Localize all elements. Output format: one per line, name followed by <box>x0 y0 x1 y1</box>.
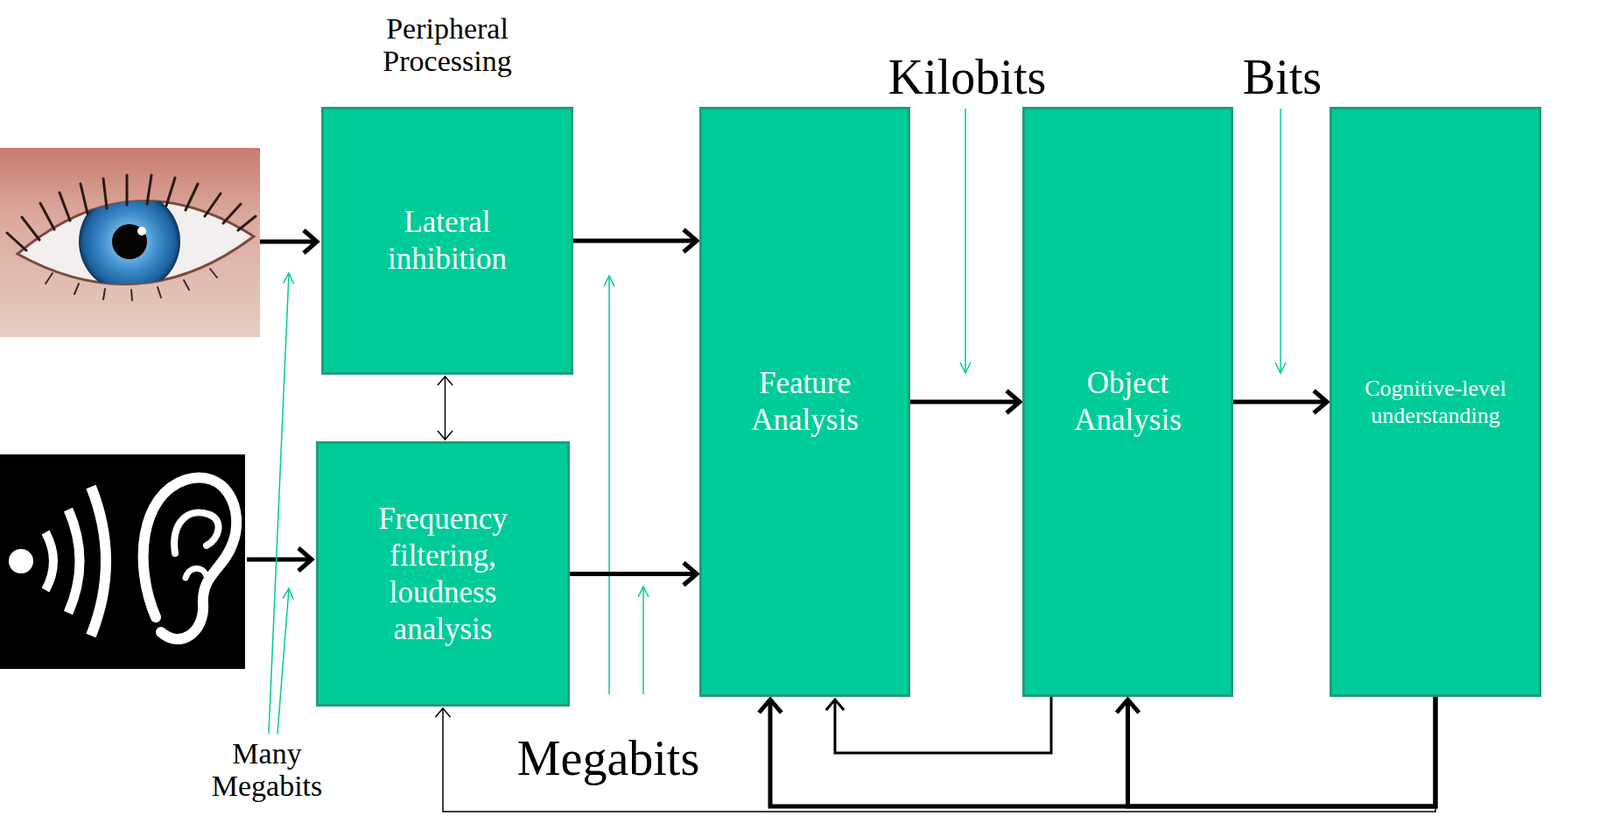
arrowhead <box>1313 390 1327 414</box>
process-box: Frequency filtering, loudness analysis <box>315 441 570 707</box>
connector-arrow <box>1116 696 1436 807</box>
annotation-label: Many Megabits <box>189 736 344 803</box>
arrowhead <box>435 708 451 717</box>
process-box: Cognitive-level understanding <box>1329 106 1542 697</box>
leader-arrow <box>608 276 611 695</box>
arrowhead <box>1006 390 1020 414</box>
leader-arrow <box>277 589 289 734</box>
ear-inner <box>174 512 218 554</box>
ear-outline <box>143 477 238 639</box>
sound-dot <box>8 548 34 574</box>
sound-wave <box>68 509 80 613</box>
connector-arrow <box>435 696 1437 812</box>
eye-pupil <box>112 224 148 260</box>
connector-arrow <box>1233 390 1327 414</box>
arrowhead <box>437 430 453 440</box>
arrowhead <box>683 229 697 253</box>
box-label: Object Analysis <box>1049 364 1208 439</box>
eyelashes <box>7 175 256 251</box>
leader-arrowhead <box>603 275 615 287</box>
leader-arrowhead <box>282 588 294 599</box>
connector-line <box>1128 696 1437 807</box>
lower-lashes <box>45 268 218 301</box>
arrowhead <box>683 562 697 586</box>
box-label: Feature Analysis <box>726 364 885 439</box>
connector-arrow <box>826 696 1052 753</box>
annotation-text: Peripheral Processing <box>348 12 547 78</box>
leader-arrow <box>642 587 645 695</box>
box-label: Lateral inhibition <box>355 203 540 278</box>
leader-arrowhead <box>283 273 295 284</box>
leader-arrow <box>268 273 289 734</box>
leader-arrowhead <box>1275 362 1286 373</box>
connector-line <box>569 571 694 576</box>
connector-arrow <box>910 390 1020 414</box>
arrowhead <box>826 699 844 710</box>
connector-arrow <box>437 376 453 440</box>
box-label: Frequency filtering, loudness analysis <box>355 500 531 648</box>
connector-arrow <box>758 696 1436 807</box>
annotation-label: Peripheral Processing <box>348 12 547 78</box>
connector-line <box>442 696 1436 812</box>
connector-line <box>1233 400 1324 405</box>
input-arrowhead <box>298 547 312 571</box>
annotation-label: Megabits <box>490 733 727 783</box>
sound-wave <box>91 486 106 636</box>
annotation-text: Many Megabits <box>189 736 344 803</box>
connector-line <box>910 400 1017 405</box>
connector-line <box>573 238 694 244</box>
annotation-text: Bits <box>1242 52 1322 102</box>
leader-arrowhead <box>960 362 971 373</box>
connector-arrow <box>569 562 697 586</box>
process-box: Object Analysis <box>1022 106 1234 697</box>
arrowhead <box>758 699 782 713</box>
annotation-text: Megabits <box>517 733 700 783</box>
ear-inner <box>185 568 207 578</box>
connector-line <box>770 696 1436 807</box>
leader-arrow <box>964 108 967 372</box>
connector-line <box>444 377 447 439</box>
leader-arrow <box>1279 108 1282 372</box>
leader-arrowhead <box>638 586 649 597</box>
eye-photo <box>0 147 260 337</box>
ear-icon <box>0 454 246 669</box>
sound-wave <box>45 532 54 590</box>
annotation-text: Kilobits <box>888 52 1046 102</box>
connector-line <box>835 696 1052 753</box>
box-label: Cognitive-level understanding <box>1347 374 1523 429</box>
input-arrowhead <box>303 230 317 253</box>
connector-arrow <box>573 229 697 253</box>
arrowhead <box>1116 699 1140 713</box>
input-arrow <box>246 557 310 562</box>
eye-highlight <box>137 226 147 236</box>
arrowhead <box>437 376 453 386</box>
annotation-label: Kilobits <box>866 52 1068 102</box>
process-box: Feature Analysis <box>699 106 911 697</box>
annotation-label: Bits <box>1221 52 1344 102</box>
input-arrow <box>259 239 316 245</box>
process-box: Lateral inhibition <box>321 106 574 375</box>
